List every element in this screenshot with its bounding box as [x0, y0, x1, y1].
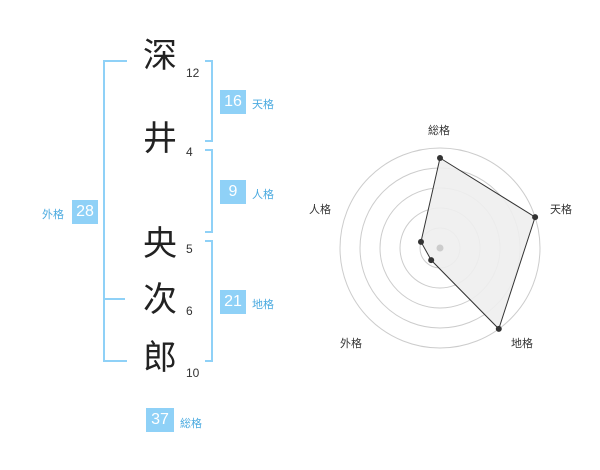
- radar-point-4: [428, 257, 435, 264]
- chikaku-value: 21: [220, 290, 246, 314]
- tenkaku-bracket: [205, 60, 213, 142]
- jinkaku-label: 人格: [252, 188, 274, 201]
- jinkaku-value: 9: [220, 180, 246, 204]
- radar-axis-label-soukaku: 総格: [428, 124, 450, 137]
- tenkaku-label: 天格: [252, 98, 274, 111]
- radar-axis-label-tenkaku: 天格: [550, 203, 572, 216]
- stroke-count-5: 10: [186, 366, 200, 380]
- gaikaku-label: 外格: [42, 208, 64, 221]
- name-char-1: 深: [143, 36, 177, 76]
- radar-axis-label-jinkaku: 人格: [309, 203, 331, 216]
- stroke-count-1: 12: [186, 66, 200, 80]
- radar-center: [436, 244, 444, 252]
- name-char-2: 井: [143, 119, 177, 159]
- soukaku-value: 37: [146, 408, 174, 432]
- radar-point-1: [437, 155, 443, 161]
- radar-point-3: [495, 325, 502, 332]
- radar-area: [420, 157, 536, 330]
- tenkaku-value: 16: [220, 90, 246, 114]
- radar-ring: [339, 147, 541, 349]
- gaikaku-bracket: [103, 60, 127, 362]
- radar-axis-label-chikaku: 地格: [511, 337, 533, 350]
- stroke-count-3: 5: [186, 242, 193, 256]
- name-char-4: 次: [143, 280, 177, 320]
- stroke-count-2: 4: [186, 145, 193, 159]
- gaikaku-value: 28: [72, 200, 98, 224]
- jinkaku-bracket: [205, 149, 213, 233]
- soukaku-label: 総格: [180, 417, 202, 430]
- radar-point-2: [532, 214, 539, 221]
- chikaku-label: 地格: [252, 298, 274, 311]
- name-char-3: 央: [143, 224, 177, 264]
- stroke-count-4: 6: [186, 304, 193, 318]
- name-char-5: 郎: [143, 338, 177, 378]
- gaikaku-bracket-mid-tick: [103, 298, 125, 300]
- radar-axis-label-gaikaku: 外格: [340, 337, 362, 350]
- chikaku-bracket: [205, 240, 213, 362]
- radar-point-5: [417, 238, 424, 245]
